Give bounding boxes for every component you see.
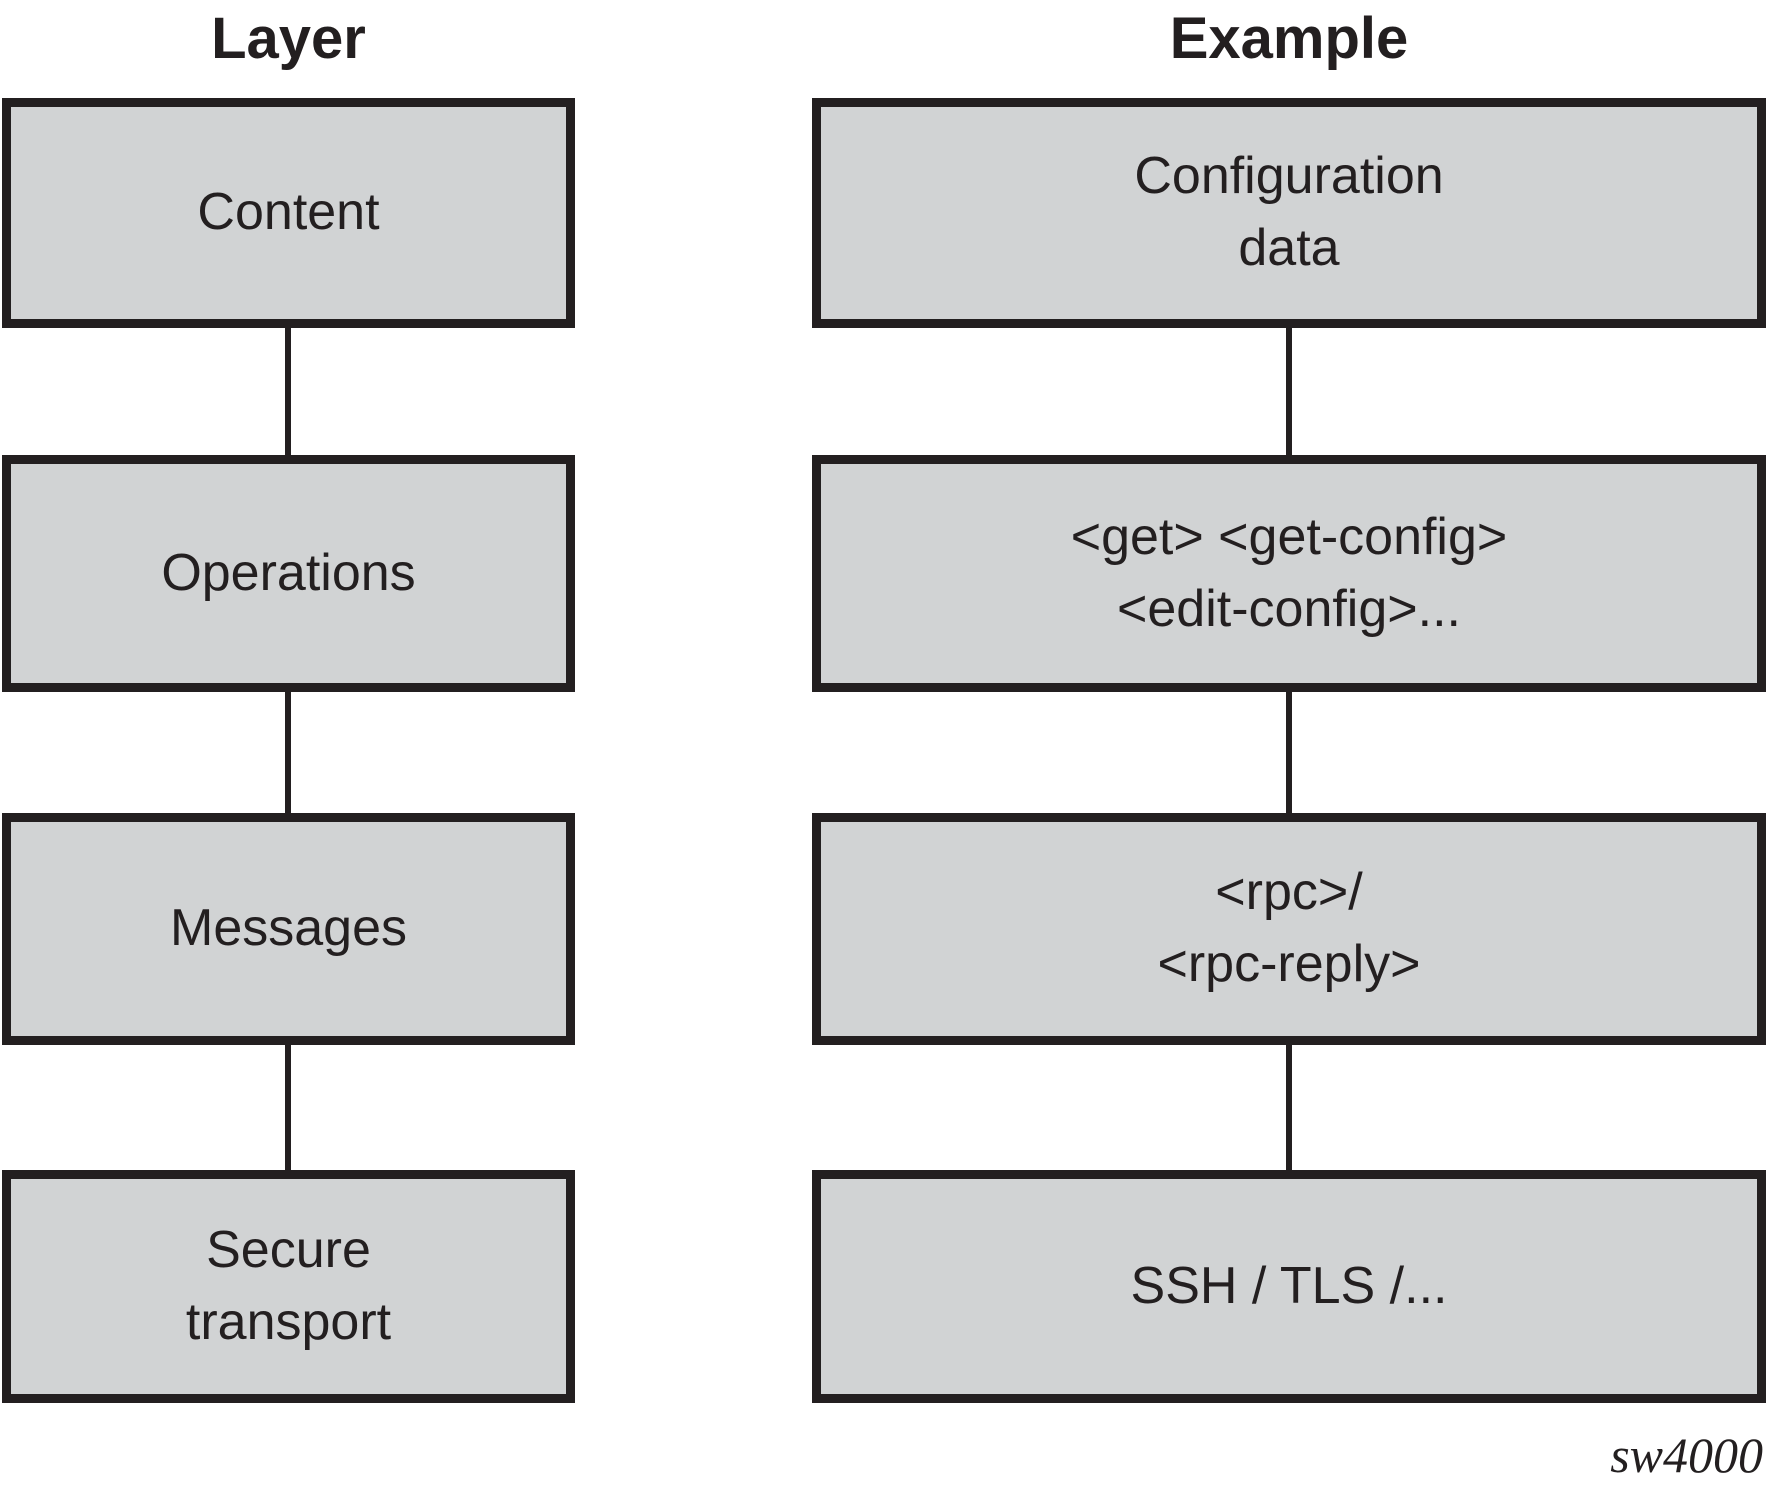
layer-box-secure-transport: Secure transport xyxy=(2,1170,575,1403)
connector-right-configuration-get xyxy=(1286,328,1292,455)
example-box-operations: <get> <get-config> <edit-config>... xyxy=(812,455,1766,692)
example-box-configuration-data-line2: data xyxy=(1238,219,1340,277)
column-header-layer: Layer xyxy=(211,6,366,71)
example-box-ssh-tls: SSH / TLS /... xyxy=(812,1170,1766,1403)
example-box-configuration-data-line1: Configuration xyxy=(1134,147,1444,206)
layer-box-content-label: Content xyxy=(197,183,380,242)
connector-left-content-operations xyxy=(285,328,291,455)
example-box-ssh-tls-label: SSH / TLS /... xyxy=(1130,1256,1448,1315)
example-box-rpc: <rpc>/ <rpc-reply> xyxy=(812,813,1766,1045)
column-header-example: Example xyxy=(1169,6,1409,71)
layer-box-messages-label: Messages xyxy=(170,899,407,958)
connector-right-rpc-ssh xyxy=(1286,1045,1292,1170)
example-box-operations-line2: <edit-config>... xyxy=(1117,579,1461,638)
figure-id-watermark: sw4000 xyxy=(1610,1427,1763,1483)
layer-box-operations: Operations xyxy=(2,455,575,692)
layer-box-secure-transport-line2: transport xyxy=(185,1292,392,1351)
example-box-rpc-line1: <rpc>/ xyxy=(1215,863,1363,922)
layer-box-messages: Messages xyxy=(2,813,575,1045)
layer-box-content: Content xyxy=(2,98,575,328)
example-box-configuration-data: Configuration data xyxy=(812,98,1766,328)
example-box-operations-line1: <get> <get-config> xyxy=(1070,507,1508,566)
example-box-rpc-line2: <rpc-reply> xyxy=(1157,935,1421,993)
layer-box-operations-label: Operations xyxy=(161,543,416,602)
layer-box-secure-transport-line1: Secure xyxy=(206,1220,371,1279)
connector-right-get-rpc xyxy=(1286,692,1292,813)
connector-left-operations-messages xyxy=(285,692,291,813)
connector-left-messages-secure-transport xyxy=(285,1045,291,1170)
